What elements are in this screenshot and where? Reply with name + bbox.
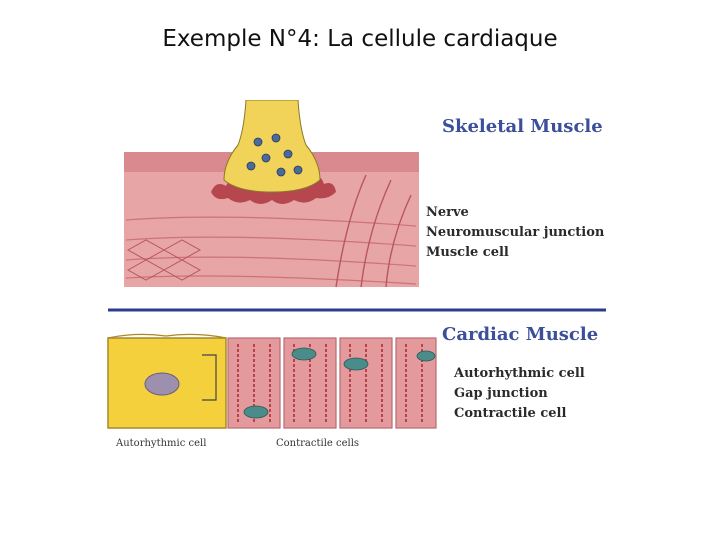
skeletal-heading: Skeletal Muscle	[442, 116, 603, 137]
synaptic-vesicles	[246, 133, 303, 177]
gap-junction-marker	[202, 354, 217, 401]
cardiac-muscle-illustration	[107, 333, 437, 429]
cardiac-label-gap-junction: Gap junction	[454, 386, 548, 401]
autorhythmic-nucleus	[144, 372, 180, 396]
slide-title: Exemple N°4: La cellule cardiaque	[162, 26, 558, 52]
cardiac-heading: Cardiac Muscle	[442, 324, 598, 345]
contractile-nuclei	[243, 347, 436, 419]
nerve-terminal	[223, 99, 321, 193]
caption-contractile-cells: Contractile cells	[276, 438, 359, 449]
cardiac-label-autorhythmic-cell: Autorhythmic cell	[453, 366, 585, 381]
cardiac-label-contractile-cell: Contractile cell	[454, 406, 566, 421]
muscle-comparison-figure: Skeletal Muscle Nerve Neuromuscular junc…	[106, 99, 616, 460]
skeletal-label-nerve: Nerve	[426, 205, 469, 220]
figure-svg: Skeletal Muscle Nerve Neuromuscular junc…	[107, 99, 606, 449]
skeletal-label-muscle-cell: Muscle cell	[426, 245, 509, 260]
caption-autorhythmic-cell: Autorhythmic cell	[115, 438, 206, 449]
skeletal-muscle-illustration	[124, 99, 419, 288]
skeletal-label-neuromuscular-junction: Neuromuscular junction	[426, 225, 605, 240]
